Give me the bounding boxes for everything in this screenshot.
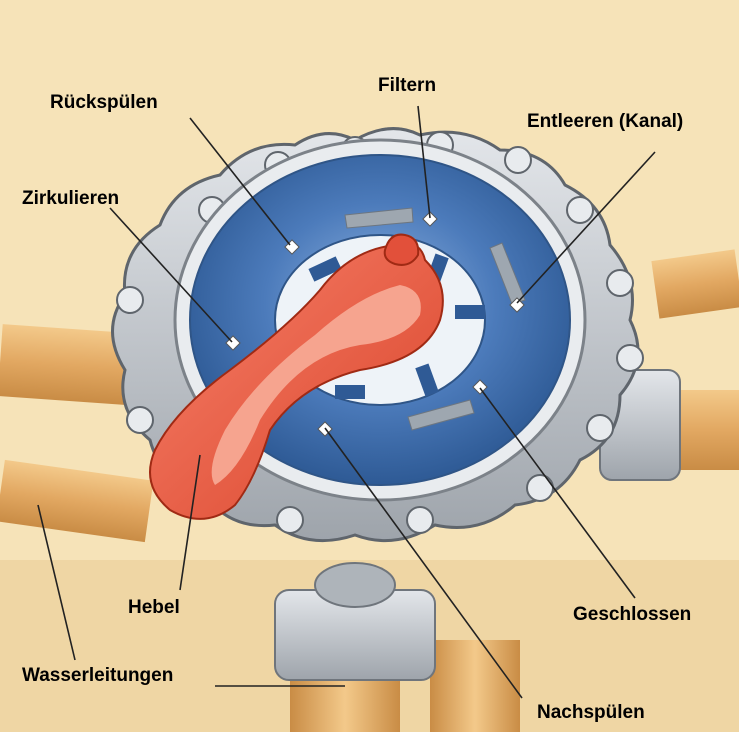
lever-knob [385,235,419,265]
label-zirkulieren: Zirkulieren [22,188,119,210]
label-rueckspuelen: Rückspülen [50,92,158,114]
label-filtern: Filtern [378,75,436,97]
label-hebel: Hebel [128,597,180,619]
label-geschlossen: Geschlossen [573,604,691,626]
label-nachspuelen: Nachspülen [537,702,645,724]
pipe-right-upper [651,249,739,318]
label-entleeren: Entleeren (Kanal) [527,111,683,133]
label-wasserleitungen: Wasserleitungen [22,665,173,687]
pipe-bottom-right [430,640,520,732]
